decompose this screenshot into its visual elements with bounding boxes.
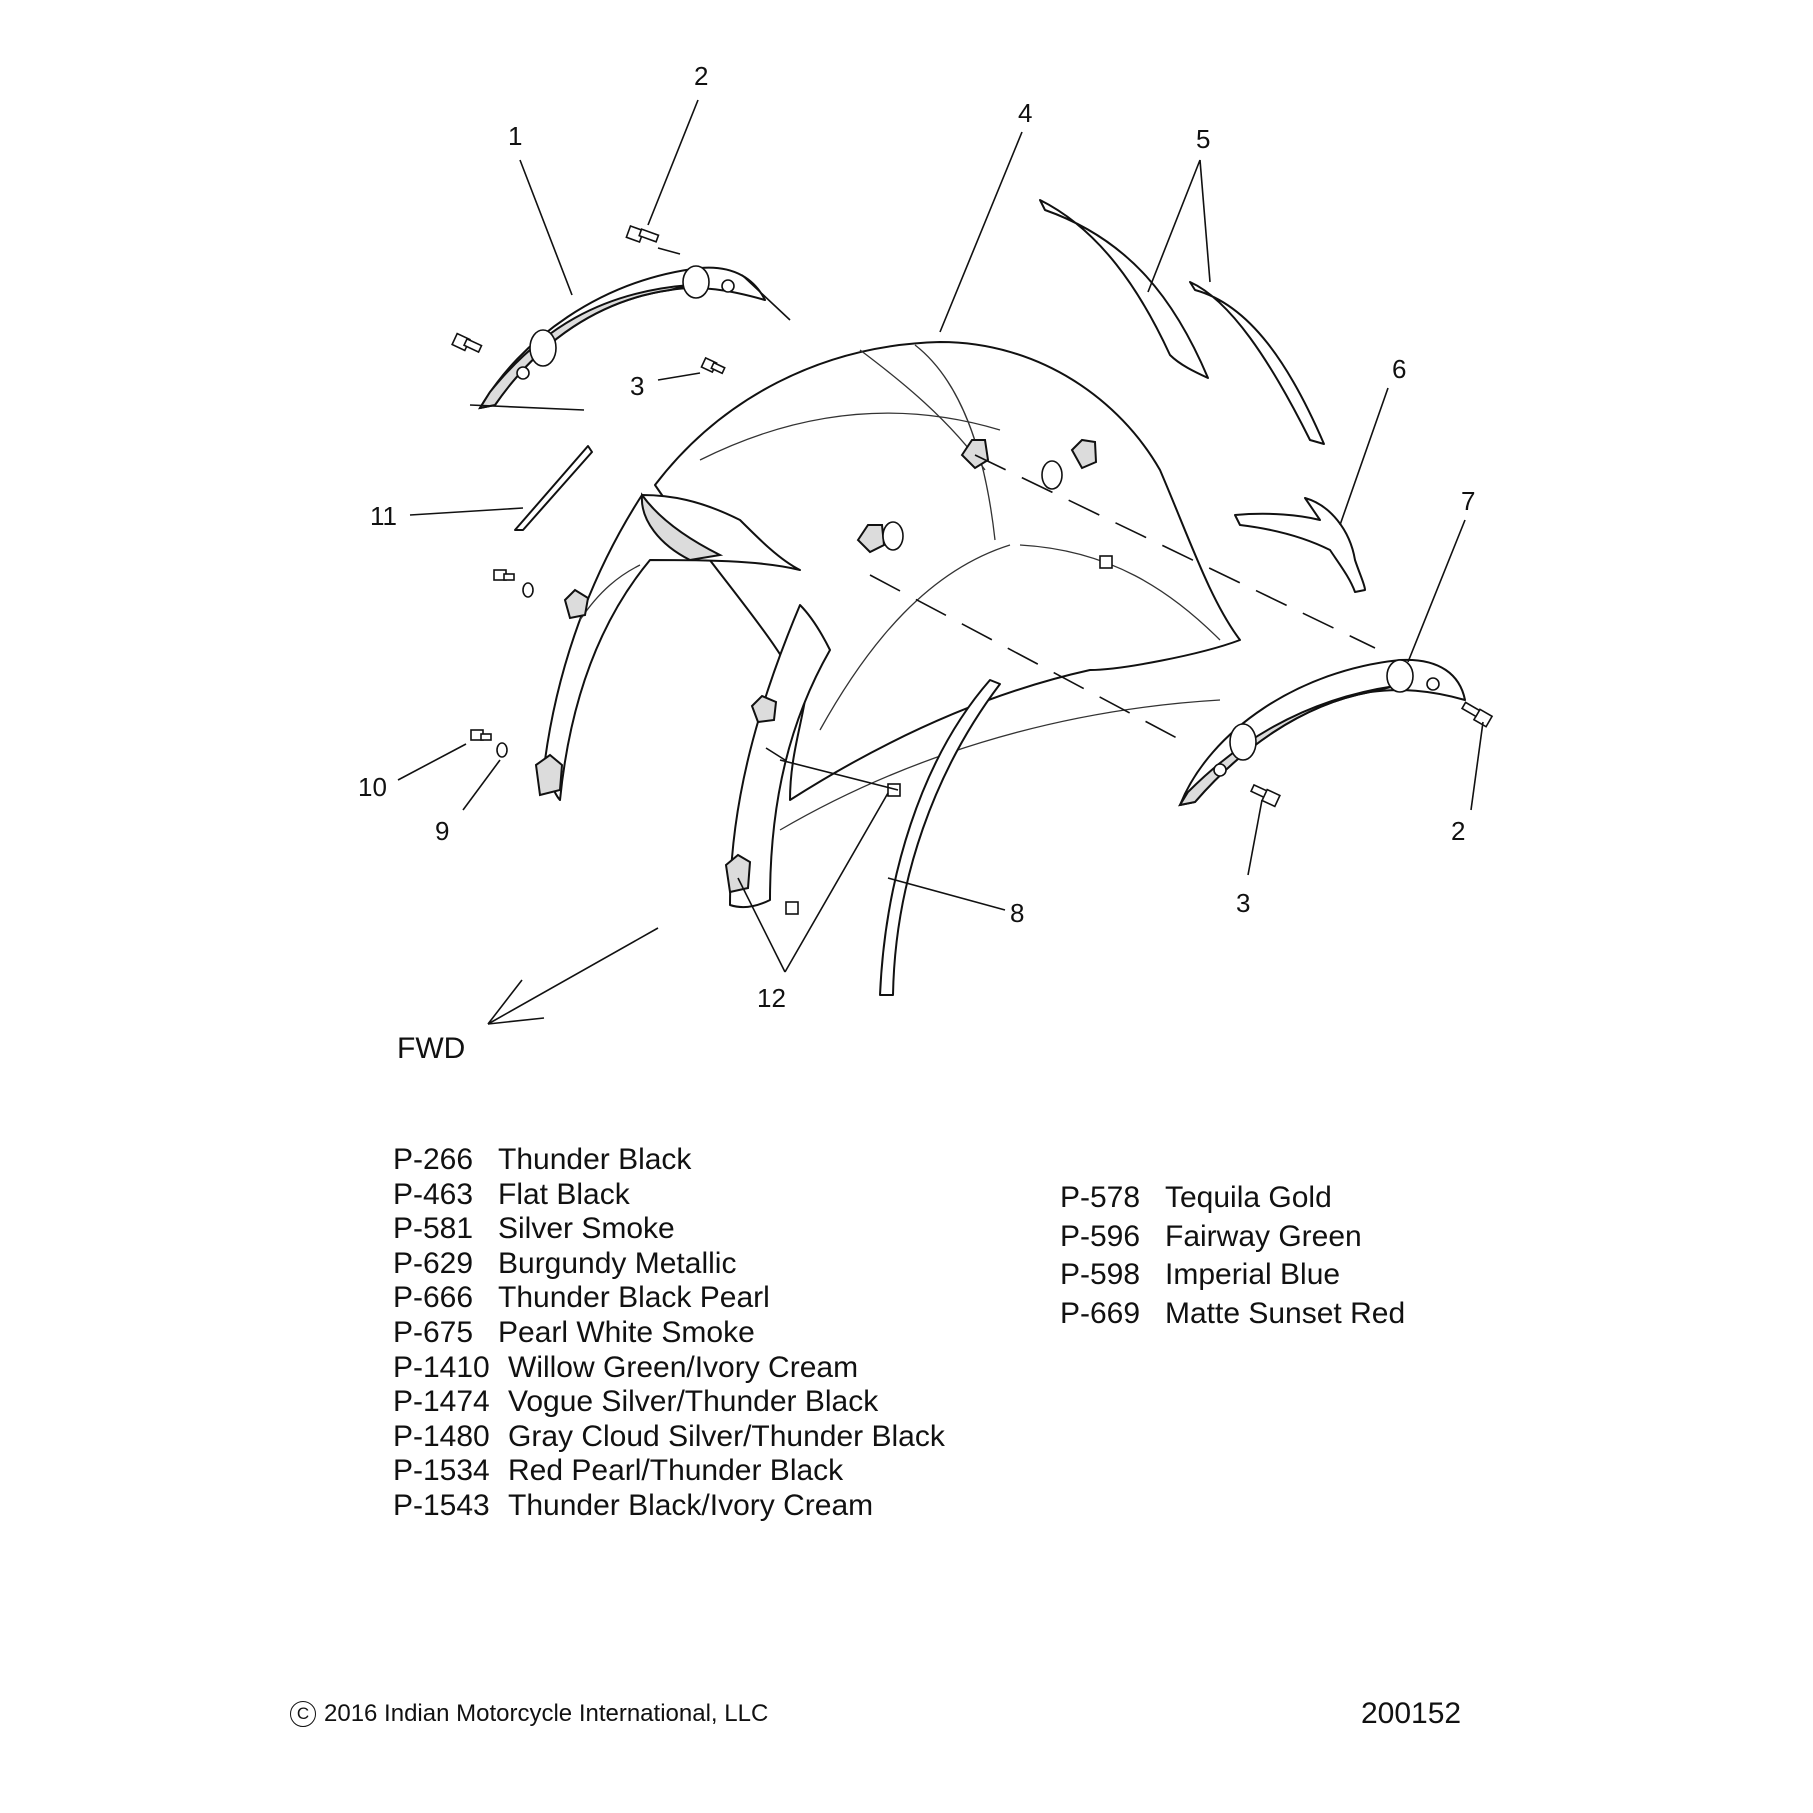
fender-body (654, 341, 1241, 801)
paint-color-name: Thunder Black Pearl (498, 1281, 770, 1315)
paint-code-row: P-666 Thunder Black Pearl (393, 1281, 945, 1316)
paint-code-row: P-1543 Thunder Black/Ivory Cream (393, 1489, 945, 1524)
paint-color-name: Willow Green/Ivory Cream (508, 1350, 859, 1384)
paint-code-row: P-1474 Vogue Silver/Thunder Black (393, 1385, 945, 1420)
paint-color-name: Burgundy Metallic (498, 1246, 737, 1280)
screw-10-upper (493, 569, 515, 581)
callout-3-lower: 3 (1236, 888, 1250, 918)
direction-label: FWD (397, 1032, 465, 1065)
paint-code-row: P-463 Flat Black (393, 1178, 945, 1213)
paint-color-name: Matte Sunset Red (1165, 1296, 1406, 1330)
paint-code: P-1480 (393, 1419, 490, 1453)
screw-fender (1099, 555, 1113, 569)
callout-9: 9 (435, 816, 449, 846)
emblem (1234, 497, 1366, 593)
paint-code: P-581 (393, 1212, 474, 1246)
paint-code-row: P-578 Tequila Gold (1060, 1181, 1405, 1220)
alignment-lines (869, 454, 1376, 746)
paint-code-row: P-581 Silver Smoke (393, 1212, 945, 1247)
callout-2-upper: 2 (694, 61, 708, 91)
paint-code: P-578 (1060, 1181, 1141, 1214)
paint-code-row: P-596 Fairway Green (1060, 1220, 1405, 1259)
copyright-notice: C 2016 Indian Motorcycle International, L… (290, 1700, 768, 1728)
paint-code-row: P-629 Burgundy Metallic (393, 1247, 945, 1282)
callouts: 1 2 3 4 5 6 7 8 9 10 11 12 2 3 FWD (358, 61, 1475, 1065)
paint-color-name: Thunder Black/Ivory Cream (508, 1488, 874, 1522)
paint-color-name: Fairway Green (1165, 1219, 1362, 1253)
paint-code-row: P-598 Imperial Blue (1060, 1258, 1405, 1297)
rail-upper-left (477, 265, 766, 410)
screw-3-lower (1249, 783, 1281, 808)
paint-code: P-1543 (393, 1488, 490, 1522)
paint-code-row: P-266 Thunder Black (393, 1143, 945, 1178)
callout-6: 6 (1392, 354, 1406, 384)
paint-code: P-1474 (393, 1385, 490, 1419)
paint-code: P-1534 (393, 1454, 490, 1488)
callout-12: 12 (757, 983, 786, 1013)
paint-code: P-675 (393, 1315, 474, 1349)
paint-code: P-266 (393, 1143, 474, 1176)
paint-color-name: Red Pearl/Thunder Black (508, 1454, 844, 1488)
fender-outer-panel (534, 492, 801, 801)
paint-code: P-598 (1060, 1258, 1141, 1292)
screw-2-upper (625, 224, 660, 244)
screw-left-upper (451, 332, 483, 354)
washer-upper (522, 582, 534, 598)
paint-color-name: Imperial Blue (1165, 1258, 1341, 1292)
paint-code-row: P-1480 Gray Cloud Silver/Thunder Black (393, 1420, 945, 1455)
paint-code: P-629 (393, 1246, 474, 1280)
rail-lower-right (1177, 658, 1466, 807)
paint-code: P-596 (1060, 1219, 1141, 1253)
callout-7: 7 (1461, 486, 1475, 516)
paint-code: P-1410 (393, 1350, 490, 1384)
figure-number: 200152 (1361, 1697, 1462, 1730)
leader-lines (397, 99, 1484, 973)
trim-strips (1039, 199, 1325, 445)
paint-code-row: P-1410 Willow Green/Ivory Cream (393, 1351, 945, 1386)
washer-9 (496, 742, 508, 758)
callout-4: 4 (1018, 98, 1032, 128)
paint-code: P-666 (393, 1281, 474, 1315)
paint-color-name: Thunder Black (498, 1143, 692, 1176)
screw-10 (470, 729, 492, 741)
screw-12a (887, 783, 901, 797)
paint-code-row: P-1534 Red Pearl/Thunder Black (393, 1454, 945, 1489)
exploded-parts-diagram: 1 2 3 4 5 6 7 8 9 10 11 12 2 3 FWD (358, 61, 1494, 1065)
trim-piece (514, 445, 593, 531)
paint-code-row: P-669 Matte Sunset Red (1060, 1297, 1405, 1336)
hardware (451, 224, 1494, 915)
callout-1: 1 (508, 121, 522, 151)
screw-12b (785, 901, 799, 915)
callout-5: 5 (1196, 124, 1210, 154)
copyright-symbol: C (290, 1701, 316, 1727)
callout-10: 10 (358, 772, 387, 802)
paint-color-name: Tequila Gold (1165, 1181, 1332, 1214)
callout-3-upper: 3 (630, 371, 644, 401)
paint-color-name: Silver Smoke (498, 1212, 675, 1246)
forward-arrow (487, 927, 659, 1025)
paint-color-name: Vogue Silver/Thunder Black (508, 1385, 879, 1419)
screw-2-lower (1460, 701, 1494, 728)
paint-color-name: Pearl White Smoke (498, 1315, 755, 1349)
paint-code: P-669 (1060, 1296, 1141, 1330)
callout-2-lower: 2 (1451, 816, 1465, 846)
screw-3-upper (700, 356, 726, 375)
copyright-text: 2016 Indian Motorcycle International, LL… (324, 1700, 769, 1727)
paint-color-name: Gray Cloud Silver/Thunder Black (508, 1419, 945, 1453)
callout-11: 11 (370, 501, 397, 531)
callout-8: 8 (1010, 898, 1024, 928)
paint-code: P-463 (393, 1177, 474, 1211)
paint-code-row: P-675 Pearl White Smoke (393, 1316, 945, 1351)
paint-color-name: Flat Black (498, 1177, 630, 1211)
